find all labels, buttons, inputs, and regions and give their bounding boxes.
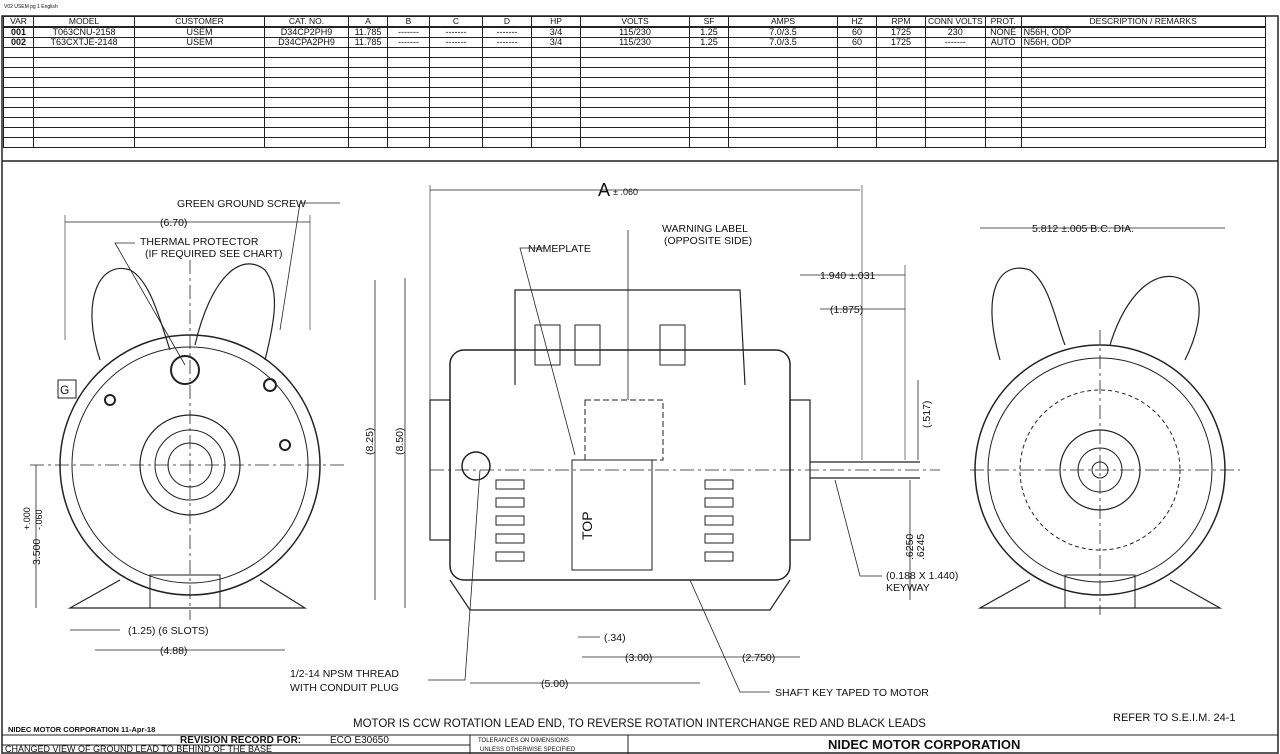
dim-6-70: (6.70) [160,217,187,229]
top-label: TOP [579,511,595,540]
green-ground-screw-label: GREEN GROUND SCREW [177,198,306,210]
conduit-plug-label: WITH CONDUIT PLUG [290,682,399,694]
dim-2-750: (2.750) [742,652,775,664]
change-note: CHANGED VIEW OF GROUND LEAD TO BEHIND OF… [5,744,272,754]
dim-4-88: (4.88) [160,645,187,657]
table-row [3,137,1266,148]
dim-3-500: 3.500 [31,539,43,565]
dim-34: (.34) [604,632,626,644]
thermal-protector-note: (IF REQUIRED SEE CHART) [145,248,282,260]
table-row [3,87,1266,98]
keyway-dim: (0.188 X 1.440) [886,570,958,582]
tolerances-label: TOLERANCES ON DIMENSIONS [478,738,569,744]
table-cell [876,137,926,148]
table-row [3,127,1266,138]
company-title: NIDEC MOTOR CORPORATION [828,737,1020,752]
company-date: NIDEC MOTOR CORPORATION 11-Apr-18 [8,725,155,734]
column-header: DESCRIPTION / REMARKS [1020,16,1266,28]
table-row [3,57,1266,68]
dim-8-25: (8.25) [364,428,376,455]
warning-label-side: (OPPOSITE SIDE) [664,235,752,247]
opposite-end-view [970,227,1240,615]
keyway-label: KEYWAY [886,582,930,594]
dim-5-00: (5.00) [541,678,568,690]
sheet-border [1,15,1279,754]
warning-label-callout: WARNING LABEL [662,223,748,235]
dim-517: (.517) [921,401,933,428]
dim-8-50: (8.50) [394,428,406,455]
dim-1-875: (1.875) [830,304,863,316]
unless-specified-label: UNLESS OTHERWISE SPECIFIED [480,747,576,753]
shaft-dia-max: .6250 [904,534,916,560]
slots-dim: (1.25) (6 SLOTS) [128,625,209,637]
bc-dia-label: 5.812 ±.005 B.C. DIA. [1032,223,1134,235]
ground-symbol-icon [57,379,77,399]
npsm-thread-label: 1/2-14 NPSM THREAD [290,668,399,680]
thermal-protector-label: THERMAL PROTECTOR [140,236,259,248]
dim-a-label: A [598,180,610,200]
dim-3-00: (3.00) [625,652,652,664]
column-header: RPM [876,16,926,28]
shaft-dia-min: .6245 [915,534,927,560]
refer-note: REFER TO S.E.I.M. 24-1 [1113,712,1235,724]
document-id: V02 USEM pg 1 English [4,4,58,10]
tol-plus: +.000 [22,507,32,530]
shaft-key-label: SHAFT KEY TAPED TO MOTOR [775,687,929,699]
tol-minus: -.060 [34,509,44,530]
table-cell [1020,137,1266,148]
eco-number: ECO E30650 [330,735,389,746]
nameplate-label: NAMEPLATE [528,243,591,255]
lead-end-view [30,202,406,651]
side-view [428,185,940,693]
revision-record-label: REVISION RECORD FOR: [180,735,301,746]
dim-1-940: 1.940 ±.031 [820,270,876,282]
rotation-note: MOTOR IS CCW ROTATION LEAD END, TO REVER… [353,718,926,730]
ground-badge: G [60,383,69,397]
dim-a-tolerance: ± .060 [613,187,638,197]
